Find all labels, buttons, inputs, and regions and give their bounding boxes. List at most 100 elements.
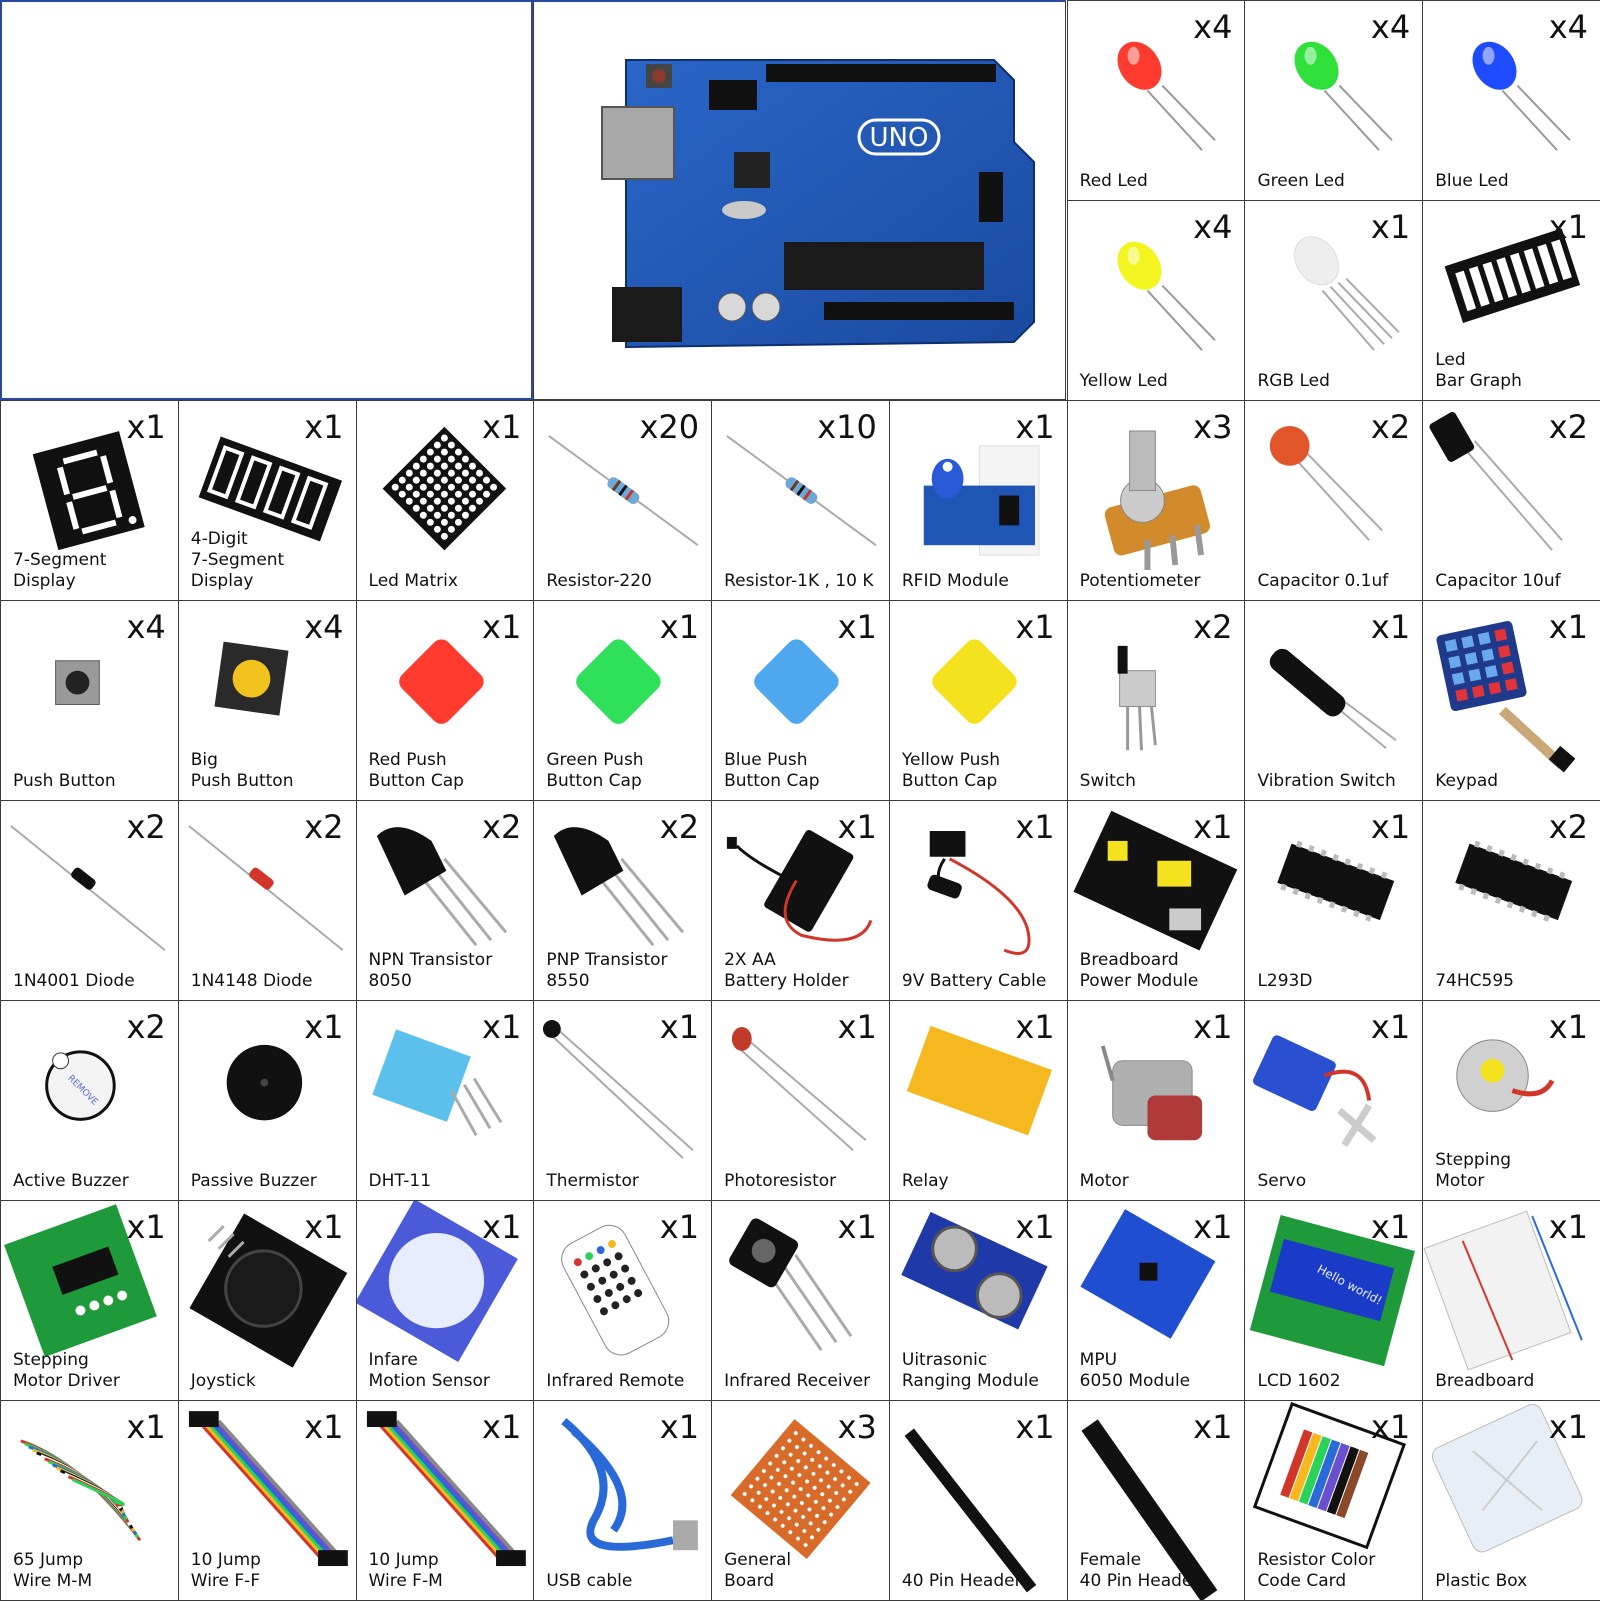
component-name: Relay (901, 1171, 949, 1191)
slide-switch-icon (1117, 645, 1157, 751)
led-icon (1294, 41, 1394, 151)
button-cap-icon (398, 639, 484, 724)
joystick-icon (189, 1213, 348, 1368)
component-name: 65 Jump Wire M-M (13, 1550, 93, 1591)
component-quantity: x3 (1193, 408, 1233, 446)
component-quantity: x4 (304, 608, 344, 646)
breadboard-icon (1423, 1210, 1584, 1371)
component-quantity: x1 (1548, 1208, 1588, 1246)
component-quantity: x1 (1370, 1408, 1411, 1446)
component-quantity: x1 (1015, 408, 1055, 446)
ribbon-cable-icon (366, 1411, 526, 1567)
component-name: Resistor Color Code Card (1257, 1550, 1376, 1591)
component-name: Breadboard (1435, 1371, 1535, 1391)
component-name: Red Push Button Cap (368, 750, 464, 791)
component-quantity: x1 (837, 1008, 877, 1046)
component-quantity: x1 (482, 408, 522, 446)
battery-holder-icon (727, 829, 873, 942)
four-digit-display-icon (198, 436, 342, 542)
keypad-icon (1436, 620, 1576, 773)
component-quantity: x1 (1548, 208, 1588, 246)
vibration-switch-icon (1270, 648, 1397, 749)
component-name: Vibration Switch (1257, 771, 1396, 791)
button-cap-icon (754, 639, 839, 724)
ir-receiver-icon (729, 1218, 853, 1351)
component-quantity: x1 (837, 808, 877, 846)
diode-icon (10, 825, 166, 951)
component-quantity: x1 (1193, 808, 1233, 846)
component-name: Servo (1257, 1171, 1307, 1191)
battery-cable-icon (927, 830, 1031, 955)
component-quantity: x1 (1015, 808, 1055, 846)
component-quantity: x4 (1193, 208, 1233, 246)
led-matrix-icon (382, 426, 506, 551)
component-name: DHT-11 (368, 1171, 432, 1191)
component-quantity: x1 (126, 1208, 166, 1246)
component-quantity: x1 (1370, 1008, 1411, 1046)
component-name: USB cable (546, 1571, 633, 1591)
component-quantity: x1 (1370, 608, 1411, 646)
component-quantity: x1 (126, 1408, 166, 1446)
component-quantity: x2 (659, 808, 700, 846)
component-name: Green Led (1257, 171, 1345, 191)
rfid-module-icon (923, 445, 1040, 556)
component-quantity: x1 (659, 1008, 700, 1046)
component-name: Blue Led (1435, 171, 1509, 191)
component-name: Infrared Remote (546, 1371, 685, 1391)
transistor-icon (554, 827, 685, 947)
component-name: Capacitor 10uf (1435, 571, 1561, 591)
component-quantity: x4 (1548, 8, 1588, 46)
ir-remote-icon (561, 1224, 670, 1356)
component-quantity: x1 (1548, 608, 1588, 646)
component-quantity: x1 (1193, 1208, 1233, 1246)
female-header-icon (1081, 1419, 1218, 1600)
component-name: Led Matrix (368, 571, 458, 591)
component-quantity: x1 (1015, 608, 1055, 646)
component-quantity: x1 (1193, 1408, 1233, 1446)
component-name: Potentiometer (1079, 571, 1201, 591)
component-quantity: x2 (482, 808, 522, 846)
component-name: 7-Segment Display (13, 550, 107, 591)
button-cap-icon (576, 639, 661, 724)
component-name: Yellow Push Button Cap (901, 750, 1000, 791)
resistor-icon (726, 435, 877, 546)
component-quantity: x20 (639, 408, 700, 446)
ic-chip-icon (1277, 840, 1395, 922)
component-name: Resistor-220 (546, 571, 652, 591)
component-name: Stepping Motor Driver (13, 1350, 120, 1391)
component-quantity: x1 (1370, 808, 1411, 846)
diode-icon (188, 825, 344, 951)
component-name: MPU 6050 Module (1079, 1350, 1191, 1391)
component-quantity: x2 (1548, 808, 1588, 846)
servo-icon (1253, 1035, 1377, 1148)
component-cell-jump-mm: x1 65 Jump Wire M-M (0, 1400, 179, 1601)
component-quantity: x1 (1193, 1008, 1233, 1046)
component-name: 9V Battery Cable (901, 971, 1047, 991)
component-name: Yellow Led (1079, 371, 1168, 391)
ic-chip-icon (1455, 840, 1573, 922)
